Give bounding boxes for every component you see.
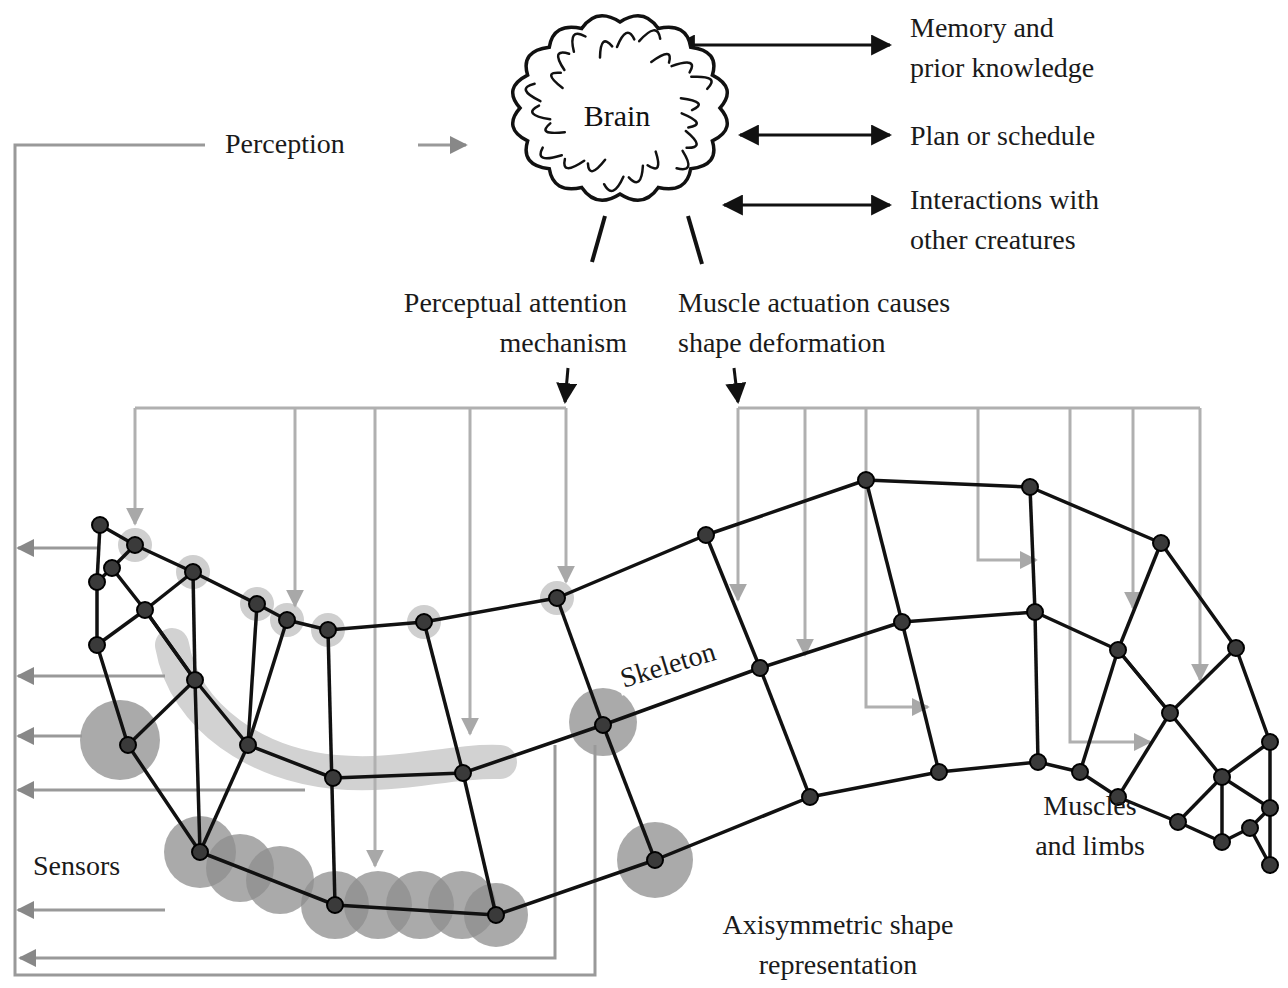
node-title: Brain: [584, 98, 651, 134]
side-note: Interactions with other creatures: [910, 180, 1105, 260]
part-name: Sensors: [33, 846, 120, 886]
part-name: Muscles and limbs: [1032, 786, 1148, 866]
control-wires: [135, 408, 1200, 866]
skeleton-mesh: [89, 472, 1278, 923]
side-note: Plan or schedule: [910, 116, 1095, 156]
perception-wire: [15, 145, 595, 975]
side-note: Memory and prior knowledge: [910, 8, 1101, 88]
sensor-highlights: [80, 528, 693, 947]
brain-cloud: Brain: [505, 8, 735, 208]
flow-label: Muscle actuation causes shape deformatio…: [678, 283, 957, 363]
part-name: Axisymmetric shape representation: [720, 905, 957, 985]
flow-label: Perception: [225, 124, 345, 164]
flow-label: Perceptual attention mechanism: [397, 283, 627, 363]
